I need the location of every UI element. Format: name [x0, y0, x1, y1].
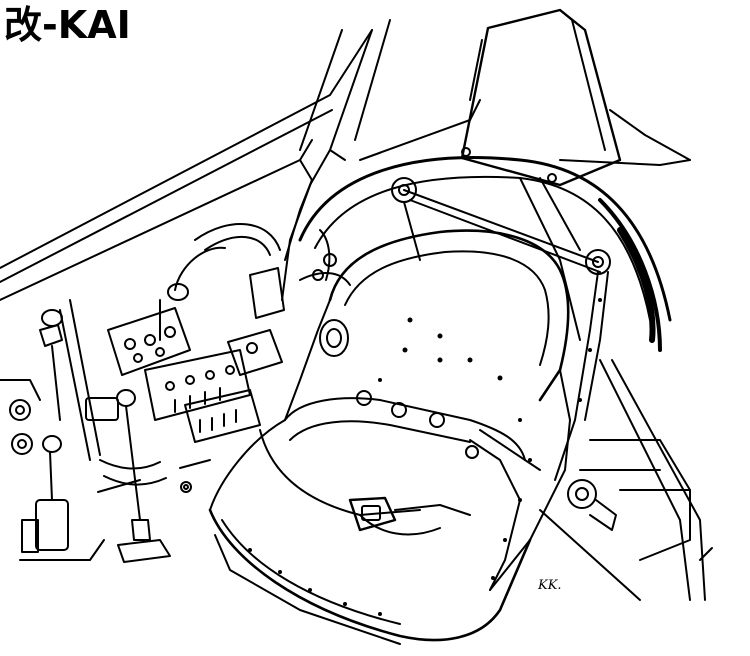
seat-support-structure [519, 177, 713, 601]
rivet-dots [248, 298, 602, 616]
canopy-frame [0, 19, 481, 301]
fuselage-frame-hoop [298, 109, 691, 352]
seat-bucket [208, 229, 571, 645]
brand-title: 改-KAI [4, 3, 131, 47]
instrument-panel [59, 223, 351, 461]
shoulder-harness [391, 177, 611, 481]
throttle-and-levers [0, 309, 211, 563]
artist-signature: KK. [538, 578, 562, 593]
